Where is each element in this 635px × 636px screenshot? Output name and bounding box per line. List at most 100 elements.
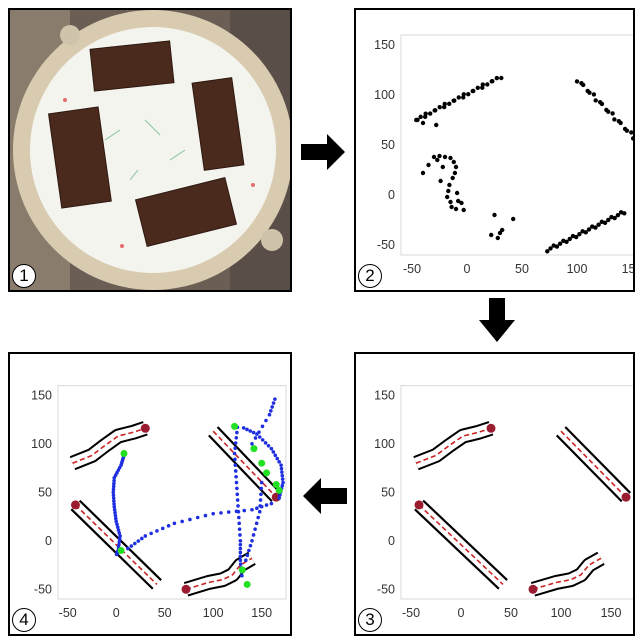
- data-point: [615, 212, 621, 218]
- data-point: [577, 231, 582, 237]
- path-point: [248, 429, 253, 433]
- y-tick-label: 150: [374, 388, 395, 402]
- y-tick-label: 50: [381, 138, 395, 152]
- data-point: [596, 222, 601, 227]
- data-point: [431, 154, 437, 160]
- data-point: [452, 98, 457, 103]
- data-point: [485, 82, 490, 87]
- path-point: [112, 475, 117, 480]
- rail-centerline: [74, 504, 158, 586]
- arrow-down: [479, 298, 515, 342]
- path-point: [259, 492, 263, 497]
- x-tick-label: 50: [515, 262, 529, 276]
- path-point: [112, 499, 116, 503]
- path-point: [257, 430, 261, 434]
- rail-centerline: [418, 504, 504, 586]
- data-point: [618, 120, 623, 126]
- data-point: [583, 230, 588, 235]
- data-point: [593, 225, 598, 230]
- path-point: [233, 469, 238, 473]
- data-point: [497, 230, 503, 236]
- rail-edge: [555, 434, 623, 503]
- y-tick-label: 100: [374, 437, 395, 451]
- chocolate-piece-top: [89, 40, 175, 92]
- data-point: [630, 136, 633, 141]
- data-point: [459, 200, 464, 206]
- chocolate-piece-bottom: [134, 176, 238, 248]
- panel-photo: 1: [8, 8, 292, 292]
- data-point: [415, 117, 420, 123]
- plot-area: [400, 385, 633, 600]
- rail-endpoint: [140, 423, 150, 433]
- path-point: [211, 511, 215, 516]
- rail-edge: [208, 434, 273, 503]
- path-point: [279, 463, 283, 467]
- path-point: [250, 442, 254, 446]
- data-point: [612, 215, 617, 221]
- x-tick-label: 50: [158, 606, 172, 620]
- y-tick-label: 150: [374, 38, 395, 52]
- rail-endpoint: [528, 584, 538, 594]
- path-point: [236, 504, 240, 508]
- x-tick-label: 0: [458, 606, 465, 620]
- rail-edge: [70, 508, 154, 590]
- data-point: [448, 155, 453, 161]
- path-point: [237, 527, 242, 531]
- path-point: [271, 450, 276, 454]
- path-point: [172, 521, 177, 526]
- y-tick-label: 0: [388, 188, 395, 202]
- data-point: [418, 114, 423, 120]
- path-point: [277, 460, 281, 464]
- y-tick-label: -50: [377, 582, 395, 596]
- x-tick-label: 100: [551, 606, 572, 620]
- path-point: [259, 480, 264, 485]
- path-point: [253, 527, 257, 531]
- data-point: [494, 75, 500, 81]
- data-point: [452, 170, 458, 176]
- path-point: [240, 573, 244, 578]
- data-point: [545, 249, 550, 254]
- path-point: [117, 542, 121, 547]
- path-point: [114, 519, 118, 524]
- path-point: [188, 517, 192, 522]
- path-point: [160, 526, 165, 531]
- waypoint: [117, 547, 125, 554]
- data-point: [456, 95, 461, 100]
- path-point: [234, 435, 239, 440]
- path-point: [273, 397, 277, 401]
- data-point: [437, 153, 442, 159]
- path-point: [195, 515, 200, 520]
- data-point: [433, 108, 438, 113]
- data-point: [629, 130, 633, 135]
- path-point: [235, 430, 239, 435]
- path-point: [235, 492, 240, 497]
- path-point: [219, 511, 223, 515]
- path-point: [129, 544, 134, 548]
- data-point: [591, 92, 597, 97]
- x-tick-label: 150: [251, 606, 272, 620]
- path-point: [115, 522, 119, 527]
- path-point: [112, 478, 116, 483]
- path-point: [226, 510, 231, 514]
- data-point: [442, 154, 448, 160]
- path-point: [270, 405, 274, 409]
- data-point: [426, 162, 431, 168]
- path-point: [254, 521, 259, 526]
- x-tick-label: 150: [622, 262, 635, 276]
- path-point: [166, 524, 171, 528]
- path-point: [238, 554, 243, 559]
- data-point: [435, 157, 440, 163]
- data-point: [599, 101, 605, 107]
- path-point: [149, 531, 153, 536]
- data-point: [461, 207, 466, 213]
- data-point: [461, 92, 466, 97]
- data-point: [499, 75, 504, 81]
- path-point: [257, 509, 262, 514]
- x-tick-label: 100: [203, 606, 224, 620]
- waypoint: [120, 450, 128, 457]
